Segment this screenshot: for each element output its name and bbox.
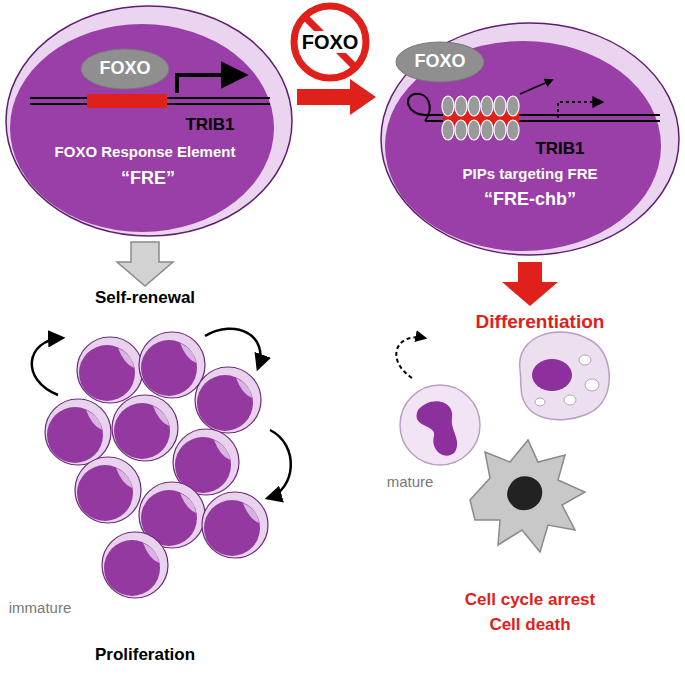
- dying-cell: [470, 440, 585, 552]
- immature-cell: [75, 457, 141, 523]
- outcome-label: Self-renewal: [95, 289, 195, 308]
- immature-cells: [45, 332, 268, 598]
- protein-name: FOXO: [414, 52, 465, 72]
- immature-cell: [77, 337, 143, 403]
- mature-cell: [520, 332, 610, 420]
- immature-cell: [202, 492, 268, 558]
- outcome-label: Proliferation: [95, 646, 195, 665]
- stage-label: mature: [387, 474, 434, 491]
- cell-text: TRIB1: [535, 140, 584, 159]
- renewal-arrow: [268, 430, 291, 498]
- immature-cell: [45, 399, 111, 465]
- cell-text: “FRE”: [121, 169, 175, 189]
- foxo-protein: FOXO: [80, 48, 170, 90]
- transition-arrow: [297, 79, 376, 115]
- cell-text: TRIB1: [185, 116, 234, 135]
- outcome-label: Cell cycle arrest: [465, 591, 595, 610]
- immature-cell: [195, 367, 261, 433]
- foxo-protein: FOXO: [395, 41, 485, 83]
- down-arrow: [502, 262, 558, 306]
- prohibition-sign: FOXO: [290, 2, 370, 82]
- outcome-label: Differentiation: [476, 312, 605, 333]
- renewal-arrow: [32, 338, 62, 395]
- dashed-arrow: [396, 337, 425, 378]
- cell-text: “FRE-chb”: [484, 190, 576, 210]
- protein-name: FOXO: [99, 59, 150, 79]
- protein-name: FOXO: [300, 31, 361, 53]
- mature-cell: [400, 385, 480, 465]
- renewal-arrow: [205, 329, 260, 368]
- cell-node: TRIB1PIPs targeting FRE “FRE-chb” FOXO: [380, 22, 680, 256]
- immature-cell: [112, 395, 178, 461]
- immature-cell: [139, 332, 205, 398]
- cell-text: FOXO Response Element: [55, 144, 236, 161]
- immature-cell: [102, 532, 168, 598]
- node-outline: [5, 5, 293, 237]
- stage-label: immature: [9, 600, 72, 617]
- cell-node: TRIB1FOXO Response Element “FRE” FOXO: [5, 5, 293, 237]
- down-arrow: [117, 242, 173, 286]
- cell-text: PIPs targeting FRE: [462, 166, 597, 183]
- outcome-label: Cell death: [489, 616, 570, 635]
